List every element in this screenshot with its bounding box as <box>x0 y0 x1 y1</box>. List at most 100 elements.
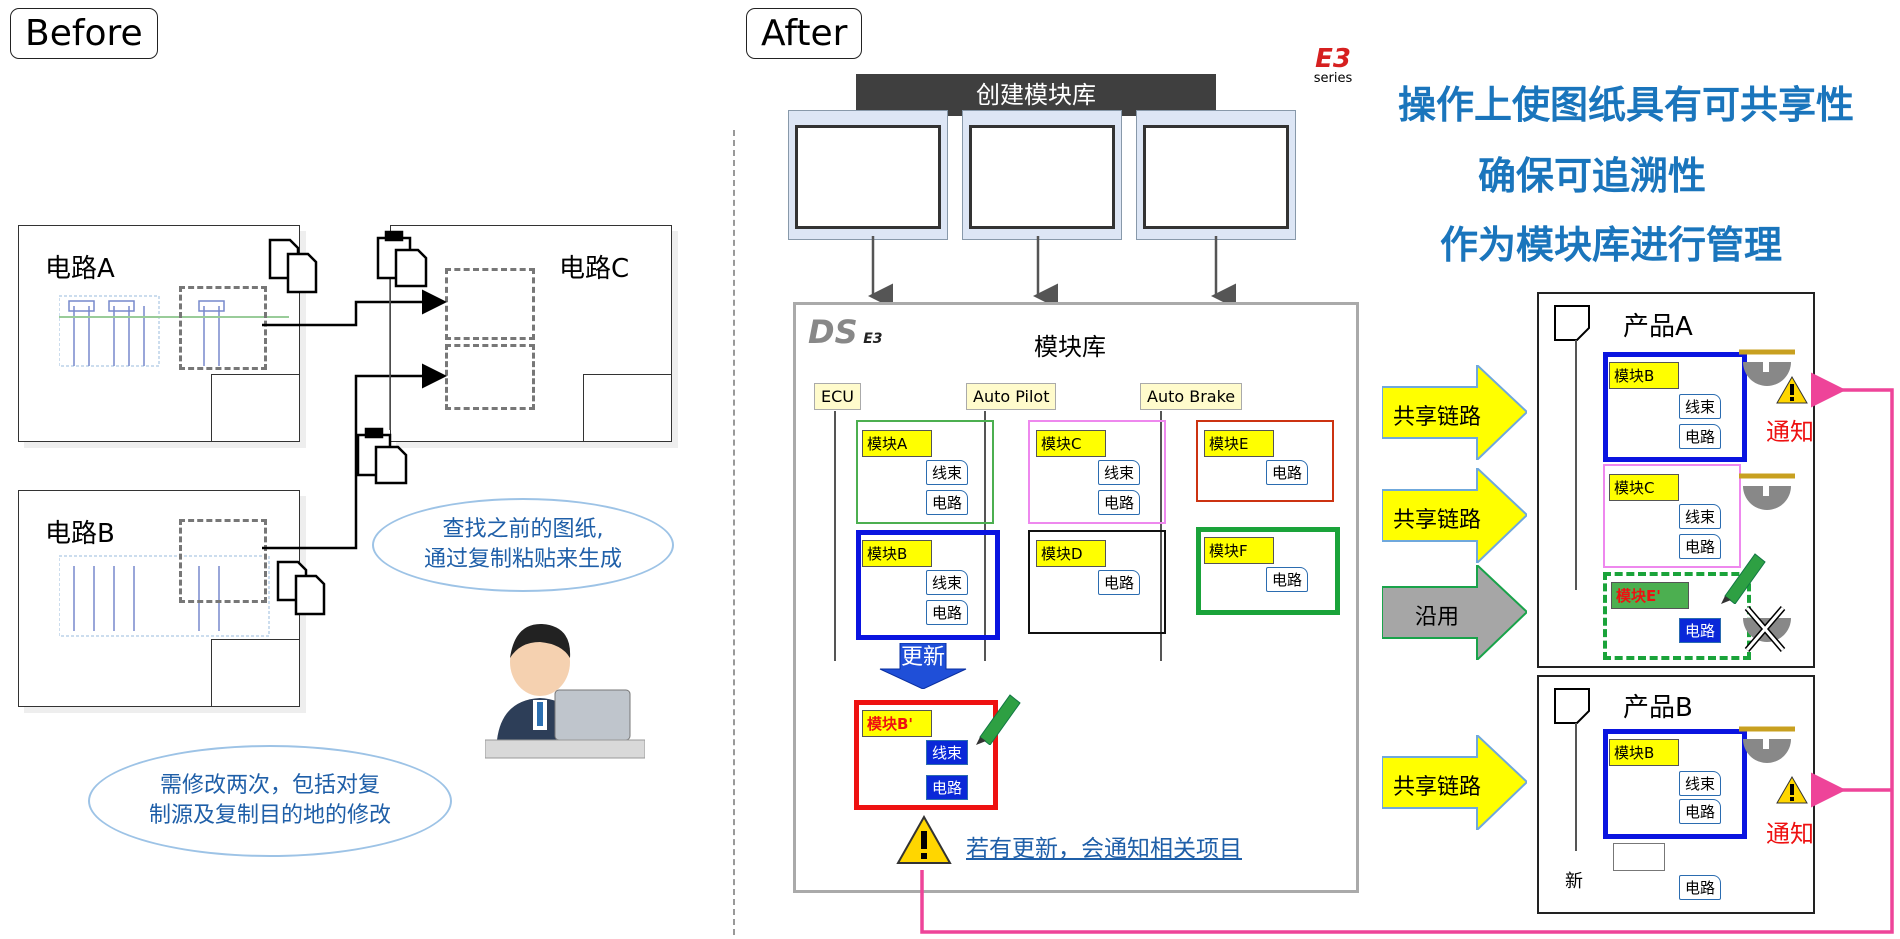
circuit-a-copy-region <box>179 286 267 370</box>
share-arrow-2: 共享链路 <box>1381 465 1529 566</box>
tree-line <box>834 411 836 661</box>
module-b-prime: 模块B' <box>862 710 932 737</box>
product-a-notify: 通知 <box>1766 418 1814 446</box>
module-d-group <box>1028 530 1166 634</box>
copy-icon <box>276 560 326 616</box>
paste-icon <box>356 427 408 485</box>
product-a-module-c: 模块C <box>1609 474 1679 501</box>
new-module-slot <box>1613 843 1665 871</box>
copy-icon <box>268 238 318 294</box>
product-b-module-b: 模块B <box>1609 739 1679 766</box>
product-a-panel: 产品A 模块B 线束 电路 模块C 线束 电路 模块E' 电路 <box>1537 292 1815 668</box>
module-b: 模块B <box>862 540 932 567</box>
ds-e3-logo: DS E3 <box>808 313 883 351</box>
product-a-module-c-group <box>1603 464 1741 568</box>
circuit-b-schematic <box>59 555 270 637</box>
warning-icon <box>1776 375 1808 404</box>
circuit-c-sheet: 电路C <box>390 225 672 442</box>
harness-leaf: 线束 <box>926 570 969 595</box>
lock-icon <box>1739 473 1795 510</box>
category-auto-brake: Auto Brake <box>1140 383 1243 410</box>
module-e: 模块E <box>1204 430 1274 457</box>
circuit-a-schematic <box>59 295 289 367</box>
tree-line <box>1575 340 1577 590</box>
benefit-shareable: 操作上使图纸具有可共享性 <box>1398 83 1855 127</box>
tree-line <box>984 411 986 661</box>
pencil-icon <box>976 694 1021 745</box>
circuit-leaf: 电路 <box>1679 424 1722 449</box>
circuit-a-label: 电路A <box>45 254 115 284</box>
share-arrow-3: 共享链路 <box>1381 732 1529 833</box>
circuit-leaf: 电路 <box>1098 490 1141 515</box>
update-arrow: 更新 <box>878 642 968 690</box>
circuit-a-sheet: 电路A <box>18 225 300 442</box>
circuit-leaf: 电路 <box>926 600 969 625</box>
module-f-group <box>1196 527 1340 615</box>
circuit-leaf: 电路 <box>1098 570 1141 595</box>
product-b-module-b-group <box>1603 729 1747 839</box>
share-arrow-1: 共享链路 <box>1381 362 1529 463</box>
module-c: 模块C <box>1036 430 1106 457</box>
benefit-library: 作为模块库进行管理 <box>1440 223 1783 267</box>
product-a-module-e-prime: 模块E' <box>1611 582 1689 609</box>
module-b-group <box>856 530 1000 640</box>
category-auto-pilot: Auto Pilot <box>966 383 1057 410</box>
circuit-c-label: 电路C <box>559 254 630 284</box>
drawing-thumbnail <box>962 110 1122 240</box>
module-b-prime-group <box>854 700 998 810</box>
product-b-new-label: 新 <box>1565 871 1583 892</box>
drawing-thumbnail <box>788 110 948 240</box>
update-notice-link[interactable]: 若有更新，会通知相关项目 <box>966 836 1242 862</box>
document-icon <box>1554 305 1590 341</box>
circuit-leaf: 电路 <box>1679 534 1722 559</box>
module-d: 模块D <box>1036 540 1106 567</box>
title-block <box>211 639 300 707</box>
tree-line <box>1160 411 1162 661</box>
benefit-traceable: 确保可追溯性 <box>1478 154 1707 198</box>
harness-leaf: 线束 <box>1679 771 1722 796</box>
section-divider <box>733 130 735 935</box>
warning-icon <box>896 815 952 864</box>
module-f: 模块F <box>1204 537 1274 564</box>
worker-illustration <box>485 623 645 759</box>
circuit-leaf-updated: 电路 <box>1679 618 1722 643</box>
module-a-group <box>856 420 994 524</box>
product-b-panel: 产品B 模块B 线束 电路 新 电路 <box>1537 675 1815 914</box>
circuit-leaf: 电路 <box>1679 875 1722 900</box>
product-b-title: 产品B <box>1623 693 1693 723</box>
title-block <box>211 374 300 442</box>
warning-icon <box>1776 775 1808 804</box>
product-b-notify: 通知 <box>1766 820 1814 848</box>
lock-icon <box>1739 349 1795 386</box>
circuit-b-label: 电路B <box>45 519 115 549</box>
lock-icon <box>1739 726 1795 763</box>
library-title: 模块库 <box>1034 333 1106 361</box>
harness-leaf: 线束 <box>1098 460 1141 485</box>
pencil-icon <box>1721 553 1766 604</box>
document-icon <box>1554 688 1590 724</box>
module-library-box: DS E3 模块库 ECU Auto Pilot Auto Brake 模块A … <box>793 302 1359 893</box>
circuit-leaf: 电路 <box>926 490 969 515</box>
library-feed-arrows <box>868 236 1236 306</box>
search-bubble: 查找之前的图纸,通过复制粘贴来生成 <box>372 498 674 592</box>
title-block <box>583 374 672 442</box>
product-a-module-b: 模块B <box>1609 362 1679 389</box>
product-a-module-e-prime-group <box>1603 572 1751 660</box>
after-tag: After <box>746 8 863 59</box>
circuit-leaf-updated: 电路 <box>926 775 969 800</box>
broken-link-icon <box>1743 606 1791 652</box>
circuit-b-sheet: 电路B <box>18 490 300 707</box>
product-a-module-b-group <box>1603 352 1747 462</box>
before-tag: Before <box>10 8 158 59</box>
product-a-title: 产品A <box>1623 312 1693 342</box>
harness-leaf: 线束 <box>1679 394 1722 419</box>
circuit-leaf: 电路 <box>1679 799 1722 824</box>
drawing-thumbnail <box>1136 110 1296 240</box>
circuit-leaf: 电路 <box>1266 567 1309 592</box>
reuse-arrow: 沿用 <box>1381 562 1529 663</box>
harness-leaf: 线束 <box>1679 504 1722 529</box>
e3-series-logo: E3 series <box>1313 44 1353 86</box>
module-e-group <box>1196 420 1334 502</box>
category-ecu: ECU <box>814 383 861 410</box>
